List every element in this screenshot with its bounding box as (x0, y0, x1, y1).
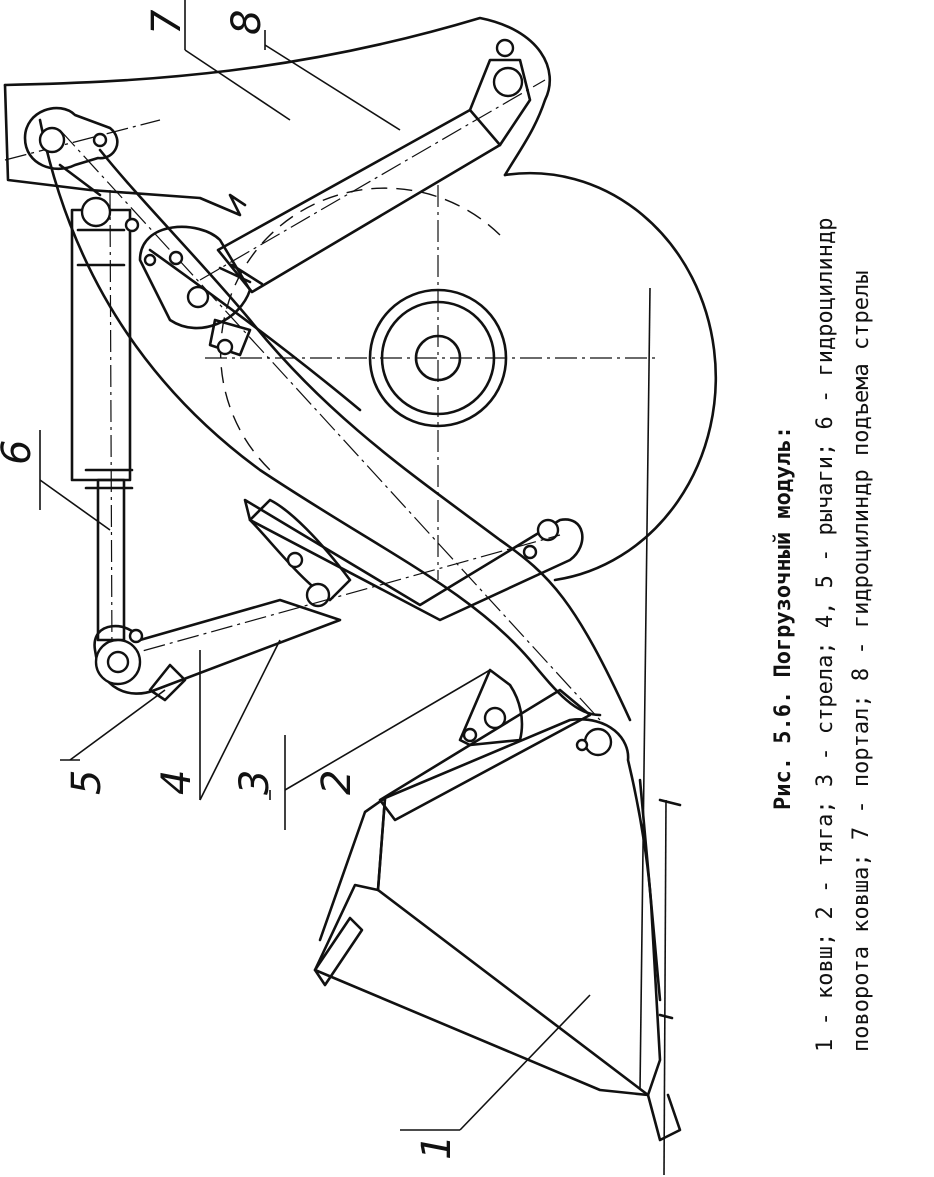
callout-6: 6 (0, 440, 40, 465)
callout-4: 4 (154, 770, 200, 795)
lever-5 (94, 628, 187, 702)
caption-line-1: 1 - ковш; 2 - тяга; 3 - стрела; 4, 5 - р… (813, 218, 838, 1052)
figure-caption: Рис. 5.6. Погрузочный модуль: 1 - ковш; … (771, 218, 874, 1052)
caption-line-2: поворота ковша; 7 - портал; 8 - гидроцил… (849, 271, 874, 1052)
boom-hinge (138, 225, 252, 357)
ground-lines (639, 287, 667, 1176)
leader-lines (39, 0, 591, 1131)
bucket (313, 718, 682, 1142)
callout-3: 3 (232, 770, 278, 795)
lever-4 (93, 498, 584, 695)
boom (38, 118, 632, 722)
callout-5: 5 (64, 770, 110, 795)
bucket-tilt-cylinder (70, 189, 134, 661)
callout-labels: 1 2 3 4 5 6 7 8 (0, 9, 460, 1160)
callout-1: 1 (414, 1135, 460, 1160)
callout-8: 8 (224, 10, 270, 35)
portal-link (23, 106, 140, 233)
callout-7: 7 (144, 9, 190, 35)
caption-title: Рис. 5.6. Погрузочный модуль: (771, 426, 796, 810)
wheel (205, 171, 718, 582)
callout-2: 2 (314, 770, 360, 795)
portal (3, 16, 551, 217)
boom-lift-cylinder (199, 38, 546, 294)
